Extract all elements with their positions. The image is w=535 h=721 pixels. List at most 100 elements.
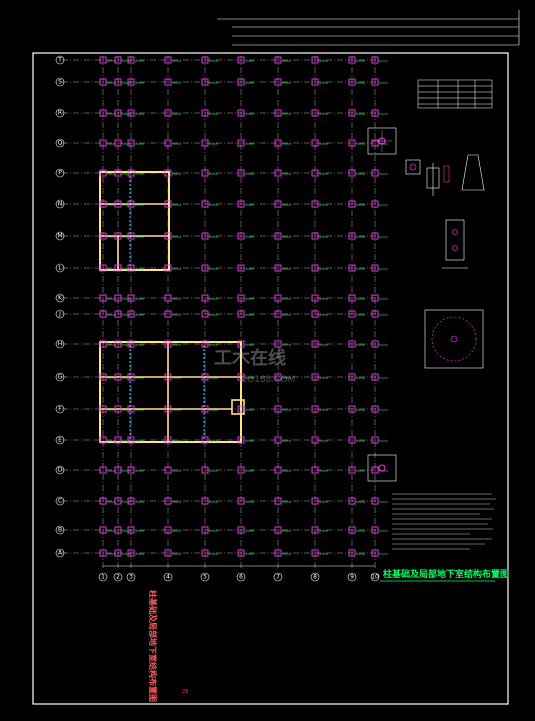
column-marker: [114, 497, 122, 505]
column-marker: [371, 310, 379, 318]
column-marker: [371, 264, 379, 272]
column-marker: [114, 78, 122, 86]
column-marker: [201, 526, 209, 534]
column-marker: [127, 139, 135, 147]
column-axis-label: 10: [371, 574, 379, 581]
column-marker: [237, 497, 245, 505]
column-marker: [237, 139, 245, 147]
column-marker: [237, 232, 245, 240]
column-marker: [237, 340, 245, 348]
axis-grid: [62, 56, 380, 570]
column-markers: [99, 56, 388, 557]
column-marker: [201, 310, 209, 318]
column-axis-bubble: [98, 572, 108, 582]
column-marker: [127, 526, 135, 534]
row-axis-bubble: [55, 496, 65, 506]
column-axis-label: 2: [116, 574, 120, 581]
column-marker: [164, 497, 172, 505]
column-marker: [371, 340, 379, 348]
column-axis-bubble: [126, 572, 136, 582]
column-marker: [99, 78, 107, 86]
row-axis-label: F: [58, 406, 62, 413]
column-marker: [164, 109, 172, 117]
column-marker: [237, 466, 245, 474]
column-marker: [348, 436, 356, 444]
column-marker: [371, 139, 379, 147]
row-axis-bubble: [55, 138, 65, 148]
vertical-title: 柱基础及局部地下室结构布置图: [148, 590, 158, 702]
raft-detail: [424, 309, 484, 369]
row-axis-bubble: [55, 231, 65, 241]
column-marker: [99, 436, 107, 444]
column-axis-bubble: [200, 572, 210, 582]
column-marker: [311, 56, 319, 64]
column-marker: [237, 310, 245, 318]
column-marker: [348, 78, 356, 86]
column-marker: [201, 405, 209, 413]
column-marker: [371, 549, 379, 557]
column-marker: [371, 56, 379, 64]
column-marker: [114, 139, 122, 147]
column-marker: [274, 373, 282, 381]
row-axis-label: D: [58, 467, 63, 474]
column-marker: [237, 169, 245, 177]
column-marker: [127, 549, 135, 557]
column-marker: [114, 436, 122, 444]
column-marker: [201, 139, 209, 147]
column-axis-label: 7: [276, 574, 280, 581]
column-marker: [114, 340, 122, 348]
column-marker: [99, 200, 107, 208]
column-marker: [127, 78, 135, 86]
column-marker: [371, 78, 379, 86]
column-axis-bubble: [370, 572, 380, 582]
pile-section-detail: [405, 154, 485, 196]
column-marker: [201, 294, 209, 302]
column-marker: [311, 310, 319, 318]
column-marker: [348, 109, 356, 117]
column-axis-label: 1: [101, 574, 105, 581]
column-marker: [348, 310, 356, 318]
column-marker: [114, 294, 122, 302]
row-axis-bubble: [55, 372, 65, 382]
legend-table: [417, 79, 493, 109]
column-marker: [311, 373, 319, 381]
column-marker: [99, 466, 107, 474]
column-marker: [114, 264, 122, 272]
row-axis-bubble: [55, 77, 65, 87]
column-marker: [127, 109, 135, 117]
column-marker: [127, 497, 135, 505]
column-marker: [371, 466, 379, 474]
row-axis-label: C: [58, 498, 62, 505]
column-marker: [164, 56, 172, 64]
column-marker: [201, 169, 209, 177]
column-marker: [348, 232, 356, 240]
column-marker: [201, 56, 209, 64]
column-marker: [237, 200, 245, 208]
column-marker: [348, 294, 356, 302]
column-marker: [311, 549, 319, 557]
column-marker: [348, 264, 356, 272]
column-marker: [201, 340, 209, 348]
column-axis-bubble: [273, 572, 283, 582]
column-axis-label: 5: [203, 574, 207, 581]
column-marker: [371, 294, 379, 302]
column-marker: [311, 436, 319, 444]
column-axis-label: 6: [239, 574, 243, 581]
column-marker: [237, 56, 245, 64]
column-marker: [99, 264, 107, 272]
column-marker: [99, 405, 107, 413]
page-number: 28: [182, 689, 188, 695]
row-axis-bubble: [55, 293, 65, 303]
column-marker: [348, 169, 356, 177]
column-marker: [127, 466, 135, 474]
column-marker: [237, 294, 245, 302]
column-marker: [164, 232, 172, 240]
column-marker: [371, 109, 379, 117]
column-marker: [99, 109, 107, 117]
column-marker: [127, 200, 135, 208]
column-marker: [127, 436, 135, 444]
column-marker: [114, 169, 122, 177]
column-marker: [274, 169, 282, 177]
column-axis-label: 4: [166, 574, 170, 581]
watermark-cn: 工木在线: [214, 347, 286, 369]
